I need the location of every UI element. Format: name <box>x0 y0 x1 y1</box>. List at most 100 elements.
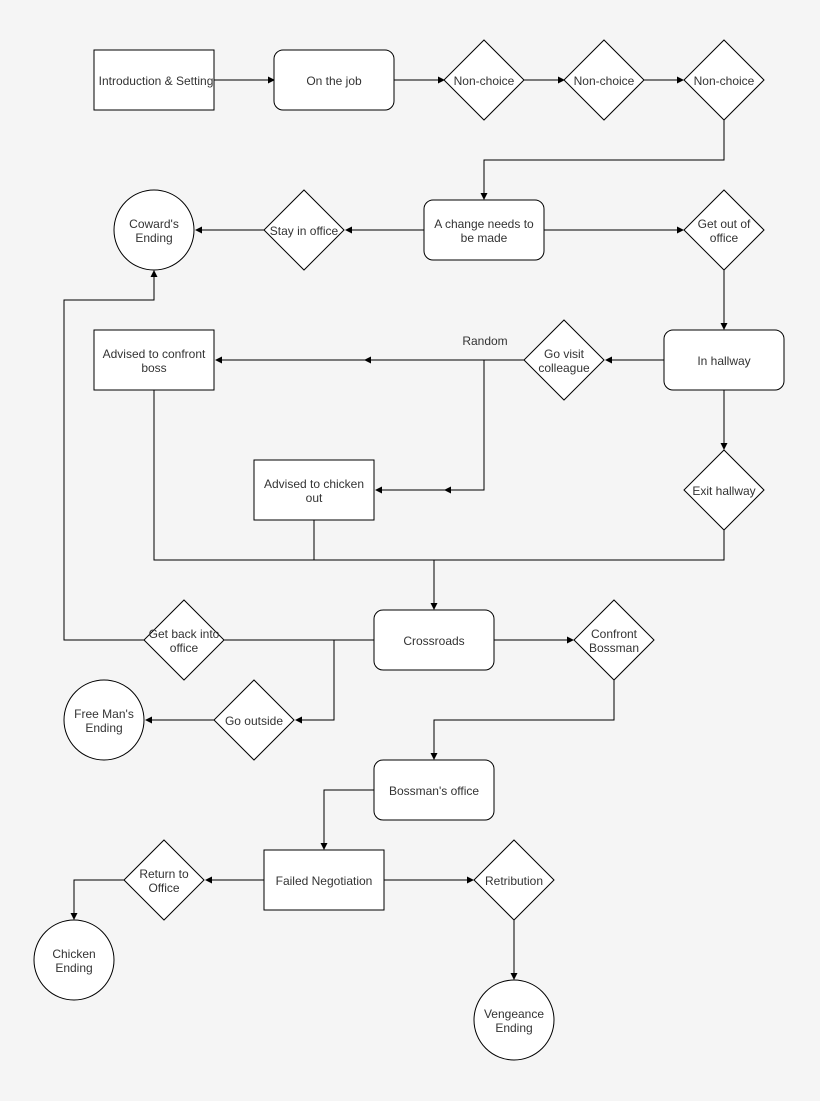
node-on-the-job[interactable]: On the job <box>273 49 395 111</box>
node-non-choice-3[interactable]: Non-choice <box>683 39 765 121</box>
arrowhead <box>720 443 728 450</box>
node-label: Go outside <box>225 714 283 728</box>
node-label: Go visit <box>544 347 585 361</box>
node-return-to-office[interactable]: Return to Office <box>123 839 205 921</box>
nodes: Introduction & Setting On the job Non-ch… <box>33 39 785 1061</box>
node-bossmans-office[interactable]: Bossman's office <box>373 759 495 821</box>
node-exit-hallway[interactable]: Exit hallway <box>683 449 765 531</box>
rounded-box <box>663 329 785 391</box>
node-get-back-into-office[interactable]: Get back into office <box>143 599 225 681</box>
rounded-box <box>423 199 545 261</box>
process-box <box>93 49 215 111</box>
node-advised-chicken[interactable]: Advised to chicken out <box>253 459 375 521</box>
process-box <box>253 459 375 521</box>
node-label: Stay in office <box>270 224 339 238</box>
node-retribution[interactable]: Retribution <box>473 839 555 921</box>
node-label: colleague <box>538 361 590 375</box>
node-label: Office <box>148 881 179 895</box>
node-advised-confront[interactable]: Advised to confront boss <box>93 329 215 391</box>
process-box <box>93 329 215 391</box>
node-non-choice-1[interactable]: Non-choice <box>443 39 525 121</box>
node-chicken-ending[interactable]: Chicken Ending <box>33 919 115 1001</box>
arrowhead <box>364 356 371 364</box>
node-label: Ending <box>495 1021 532 1035</box>
arrowhead <box>345 226 352 234</box>
node-non-choice-2[interactable]: Non-choice <box>563 39 645 121</box>
edge-confront-to-boss-office <box>433 680 615 755</box>
node-change-needed[interactable]: A change needs to be made <box>423 199 545 261</box>
arrowhead <box>205 876 212 884</box>
node-label: Non-choice <box>694 74 755 88</box>
ending-circle <box>63 679 145 761</box>
arrowhead <box>605 356 612 364</box>
arrowhead <box>480 193 488 200</box>
edges <box>63 76 728 980</box>
arrowhead <box>375 486 382 494</box>
node-crossroads[interactable]: Crossroads <box>373 609 495 671</box>
node-label: office <box>170 641 199 655</box>
node-label: Crossroads <box>403 634 464 648</box>
arrowhead <box>145 716 152 724</box>
node-label: Advised to chicken <box>264 477 364 491</box>
decision-diamond <box>683 189 765 271</box>
arrowhead <box>567 636 574 644</box>
arrowhead <box>430 753 438 760</box>
node-in-hallway[interactable]: In hallway <box>663 329 785 391</box>
edge-confront-advice-merge <box>153 390 434 561</box>
node-label: Coward's <box>129 217 179 231</box>
arrowhead <box>438 76 445 84</box>
edge-visit-to-chicken-advice <box>380 360 485 491</box>
edge-label-random: Random <box>462 334 507 348</box>
edge-return-to-chicken-end <box>73 879 124 915</box>
arrowhead <box>215 356 222 364</box>
arrowhead <box>677 226 684 234</box>
node-label: Introduction & Setting <box>99 74 214 88</box>
node-label: Get back into <box>149 627 220 641</box>
node-vengeance-ending[interactable]: Vengeance Ending <box>473 979 555 1061</box>
node-label: be made <box>461 231 508 245</box>
ending-circle <box>33 919 115 1001</box>
node-failed-negotiation[interactable]: Failed Negotiation <box>263 849 385 911</box>
node-go-visit-colleague[interactable]: Go visit colleague <box>523 319 605 401</box>
process-box <box>263 849 385 911</box>
node-stay-in-office[interactable]: Stay in office <box>263 189 345 271</box>
decision-diamond <box>683 39 765 121</box>
rounded-box <box>373 609 495 671</box>
decision-diamond <box>683 449 765 531</box>
node-label: On the job <box>306 74 362 88</box>
decision-diamond <box>473 839 555 921</box>
arrowhead <box>467 876 474 884</box>
arrowhead <box>320 843 328 850</box>
arrowhead <box>677 76 684 84</box>
node-label: Non-choice <box>574 74 635 88</box>
arrowhead <box>510 973 518 980</box>
arrowhead <box>70 913 78 920</box>
edge-get-back-to-coward <box>63 275 155 641</box>
node-label: boss <box>141 361 166 375</box>
decision-diamond <box>573 599 655 681</box>
node-label: Return to <box>139 867 189 881</box>
node-label: In hallway <box>697 354 750 368</box>
edge-crossroads-to-outside <box>300 640 335 721</box>
node-go-outside[interactable]: Go outside <box>213 679 295 761</box>
node-free-mans-ending[interactable]: Free Man's Ending <box>63 679 145 761</box>
node-confront-bossman[interactable]: Confront Bossman <box>573 599 655 681</box>
arrowhead <box>444 486 451 494</box>
arrowhead <box>558 76 565 84</box>
rounded-box <box>373 759 495 821</box>
decision-diamond <box>143 599 225 681</box>
decision-diamond <box>563 39 645 121</box>
node-label: office <box>710 231 739 245</box>
decision-diamond <box>443 39 525 121</box>
arrowhead <box>295 716 302 724</box>
node-label: Exit hallway <box>692 484 755 498</box>
decision-diamond <box>123 839 205 921</box>
node-introduction[interactable]: Introduction & Setting <box>93 49 215 111</box>
node-get-out-of-office[interactable]: Get out of office <box>683 189 765 271</box>
node-label: Confront <box>591 627 638 641</box>
node-label: Bossman's office <box>389 784 479 798</box>
node-cowards-ending[interactable]: Coward's Ending <box>113 189 195 271</box>
arrowhead <box>430 603 438 610</box>
rounded-box <box>273 49 395 111</box>
